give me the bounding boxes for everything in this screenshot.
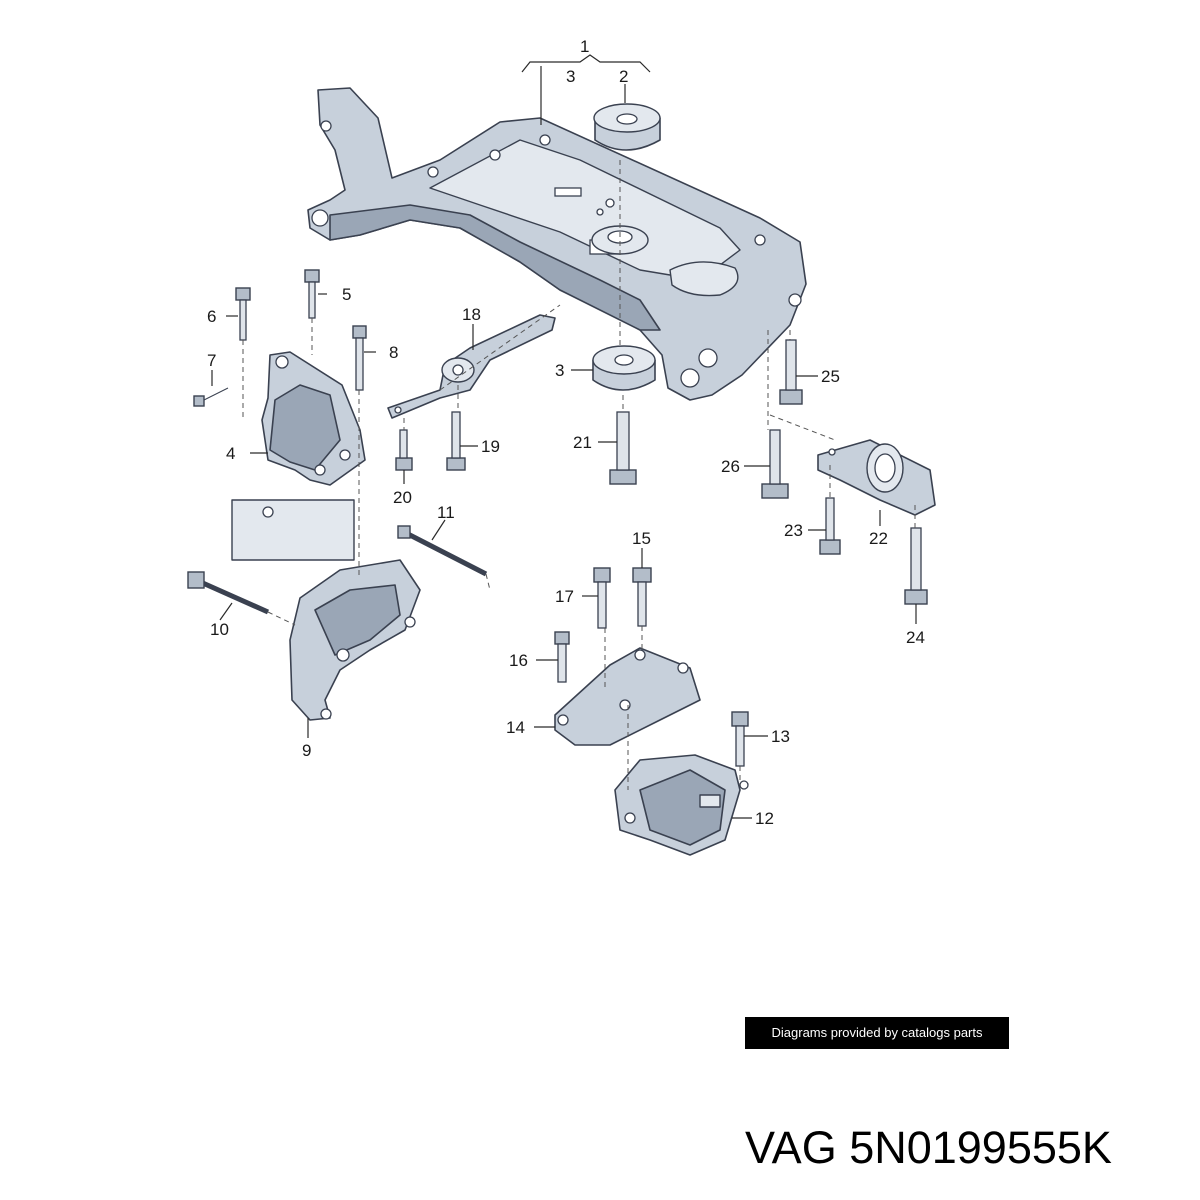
callout-25: 25	[821, 367, 840, 386]
bolt-10	[187, 571, 270, 615]
callout-26: 26	[721, 457, 740, 476]
bolt-11	[397, 525, 488, 577]
diagram-credit-banner: Diagrams provided by catalogs parts	[745, 1017, 1009, 1049]
callout-24: 24	[906, 628, 925, 647]
callout-16: 16	[509, 651, 528, 670]
callout-5: 5	[342, 285, 351, 304]
bolt-23	[819, 497, 841, 555]
bolt-21	[609, 411, 637, 485]
callout-21: 21	[573, 433, 592, 452]
callout-19: 19	[481, 437, 500, 456]
callout-11: 11	[437, 503, 455, 522]
callout-22: 22	[869, 529, 888, 548]
gearbox-mount	[614, 754, 749, 856]
alignment-lines	[242, 160, 916, 790]
callout-14: 14	[506, 718, 525, 737]
gearbox-bracket	[554, 647, 701, 746]
callout-18: 18	[462, 305, 481, 324]
part-number-title: VAG 5N0199555K	[745, 1122, 1112, 1173]
callout-1: 1	[580, 37, 589, 56]
callout-3-mid: 3	[555, 361, 564, 380]
bolt-6	[235, 287, 251, 341]
callout-4: 4	[226, 444, 235, 463]
callout-6: 6	[207, 307, 216, 326]
bolt-15	[632, 567, 652, 627]
callout-9: 9	[302, 741, 311, 760]
bolt-16	[554, 631, 570, 683]
bolt-5	[304, 269, 320, 319]
upper-rubber-bushing	[593, 103, 661, 151]
callout-23: 23	[784, 521, 803, 540]
subframe	[307, 87, 807, 401]
bolt-19	[446, 411, 466, 471]
engine-mount	[231, 351, 366, 561]
lower-rubber-bushing	[592, 345, 656, 391]
bolt-25	[779, 339, 803, 405]
callout-2: 2	[619, 67, 628, 86]
bolt-7	[193, 387, 229, 407]
callout-leaders	[211, 54, 917, 819]
callout-15: 15	[632, 529, 651, 548]
rear-bushing-bracket	[817, 439, 936, 516]
callout-labels: 1 3 2 5 6 7 8 4 18 3 19 20 21 25 26 23 2…	[207, 37, 925, 828]
bolt-24	[904, 527, 928, 605]
callout-3-top: 3	[566, 67, 575, 86]
callout-17: 17	[555, 587, 574, 606]
callout-8: 8	[389, 343, 398, 362]
bolt-8	[352, 325, 367, 391]
callout-13: 13	[771, 727, 790, 746]
engine-bracket	[289, 559, 421, 721]
torque-rod	[387, 314, 556, 419]
bolt-26	[761, 429, 789, 499]
bolt-13	[731, 711, 749, 767]
callout-20: 20	[393, 488, 412, 507]
bolt-17	[593, 567, 611, 629]
callout-7: 7	[207, 351, 216, 370]
callout-12: 12	[755, 809, 774, 828]
bolt-20	[395, 429, 413, 471]
callout-10: 10	[210, 620, 229, 639]
